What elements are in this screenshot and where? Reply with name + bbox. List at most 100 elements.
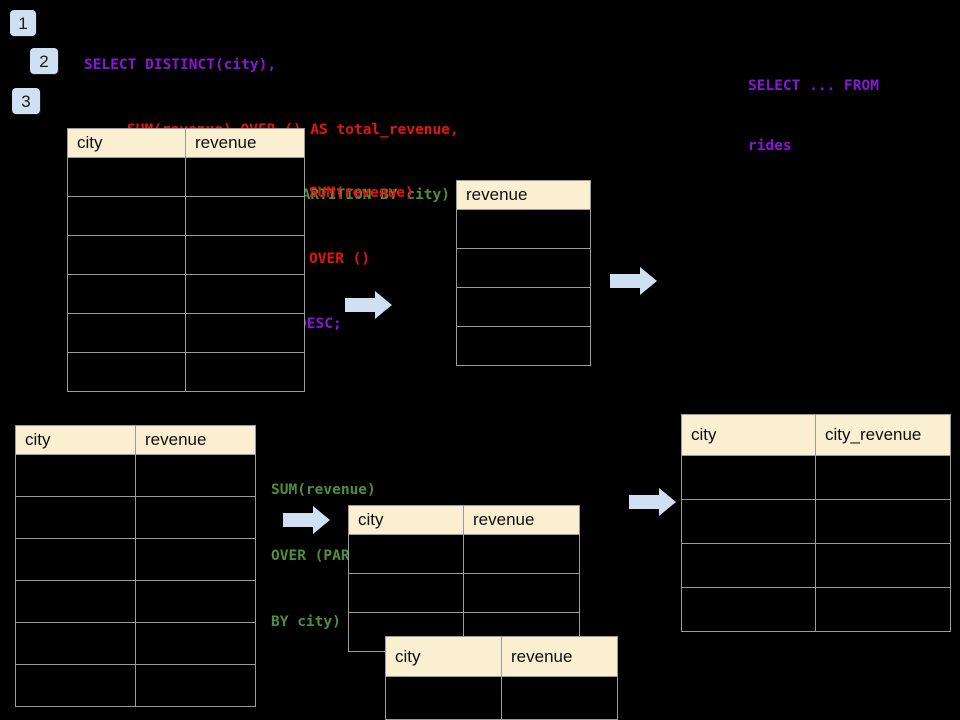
table-row <box>348 573 580 613</box>
rides-source-lower-table: city revenue <box>15 425 256 707</box>
step-badge-1: 1 <box>10 10 36 36</box>
table-header-row: city revenue <box>67 128 305 158</box>
annotation-sum-over-empty: SUM(revenue) OVER () <box>309 138 414 314</box>
cell-city <box>385 676 502 720</box>
arrow-partition-to-final <box>629 487 677 517</box>
arrow-source-to-total <box>345 290 393 320</box>
cell-city <box>67 274 186 314</box>
column-header-city: city <box>681 414 816 456</box>
cell-revenue <box>456 326 591 366</box>
cell-revenue <box>135 664 256 707</box>
table-row <box>348 534 580 574</box>
annotation-sum-over-empty-line1: SUM(revenue) <box>309 185 414 201</box>
table-row <box>456 326 591 366</box>
step-badge-2: 2 <box>30 48 58 74</box>
right-arrow-icon <box>283 506 330 534</box>
right-arrow-icon <box>345 291 392 319</box>
table-row <box>67 274 305 314</box>
cell-city <box>15 496 136 539</box>
table-row <box>456 248 591 288</box>
right-arrow-icon <box>610 267 657 295</box>
column-header-revenue: revenue <box>456 180 591 210</box>
cell-revenue <box>456 209 591 249</box>
column-header-city-revenue: city_revenue <box>815 414 951 456</box>
table-row <box>67 157 305 197</box>
cell-city-revenue <box>815 455 951 500</box>
annotation-sum-over-partition-line1: SUM(revenue) <box>271 482 376 498</box>
annotation-select-from-line2: rides <box>748 138 792 154</box>
cell-revenue <box>135 538 256 581</box>
cell-city <box>67 313 186 353</box>
column-header-revenue: revenue <box>185 128 305 158</box>
cell-revenue <box>185 196 305 236</box>
cell-revenue <box>456 287 591 327</box>
table-row <box>15 622 256 665</box>
table-row <box>15 454 256 497</box>
table-row <box>15 496 256 539</box>
cell-revenue <box>463 573 580 613</box>
table-row <box>67 352 305 392</box>
table-row <box>456 209 591 249</box>
cell-city <box>681 455 816 500</box>
cell-revenue <box>463 534 580 574</box>
table-row <box>456 287 591 327</box>
annotation-select-from: SELECT ... FROM rides <box>748 36 879 196</box>
cell-city <box>15 622 136 665</box>
step-badge-1-label: 1 <box>18 13 28 33</box>
table-row <box>15 538 256 581</box>
cell-city <box>15 454 136 497</box>
table-row <box>15 580 256 623</box>
step-badge-3-label: 3 <box>21 91 31 111</box>
cell-city <box>15 538 136 581</box>
table-row <box>67 313 305 353</box>
table-row <box>681 455 951 500</box>
cell-city-revenue <box>815 499 951 544</box>
right-arrow-icon <box>629 488 676 516</box>
column-header-revenue: revenue <box>501 636 618 677</box>
table-row <box>681 499 951 544</box>
annotation-sum-over-partition-line3: BY city) <box>271 614 341 630</box>
sql-line-select: SELECT DISTINCT(city), <box>84 57 277 74</box>
cell-city <box>67 235 186 275</box>
cell-city-revenue <box>815 543 951 588</box>
column-header-city: city <box>385 636 502 677</box>
column-header-city: city <box>67 128 186 158</box>
final-result-table: city city_revenue <box>681 414 951 632</box>
cell-revenue <box>456 248 591 288</box>
rides-source-table: city revenue <box>67 128 305 392</box>
cell-revenue <box>135 496 256 539</box>
cell-revenue <box>185 235 305 275</box>
column-header-city: city <box>15 425 136 455</box>
column-header-city: city <box>348 505 464 535</box>
cell-city <box>681 499 816 544</box>
partition-front-table: city revenue <box>385 636 618 720</box>
table-header-row: city revenue <box>385 636 618 677</box>
cell-revenue <box>135 622 256 665</box>
partition-back-table: city revenue <box>348 505 580 652</box>
table-row <box>681 587 951 632</box>
cell-revenue <box>185 157 305 197</box>
step-badge-2-label: 2 <box>39 51 49 71</box>
cell-city <box>681 543 816 588</box>
cell-revenue <box>501 676 618 720</box>
cell-revenue <box>185 274 305 314</box>
cell-city <box>681 587 816 632</box>
column-header-revenue: revenue <box>463 505 580 535</box>
cell-city <box>15 580 136 623</box>
cell-revenue <box>185 352 305 392</box>
table-row <box>15 664 256 707</box>
table-row <box>67 235 305 275</box>
table-row <box>385 676 618 720</box>
arrow-source-to-partition <box>283 505 331 535</box>
cell-revenue <box>135 454 256 497</box>
table-row <box>67 196 305 236</box>
cell-city <box>67 196 186 236</box>
annotation-select-from-line1: SELECT ... FROM <box>748 78 879 94</box>
cell-city <box>67 157 186 197</box>
table-row <box>681 543 951 588</box>
column-header-revenue: revenue <box>135 425 256 455</box>
cell-city <box>348 573 464 613</box>
cell-city <box>15 664 136 707</box>
table-header-row: city revenue <box>348 505 580 535</box>
